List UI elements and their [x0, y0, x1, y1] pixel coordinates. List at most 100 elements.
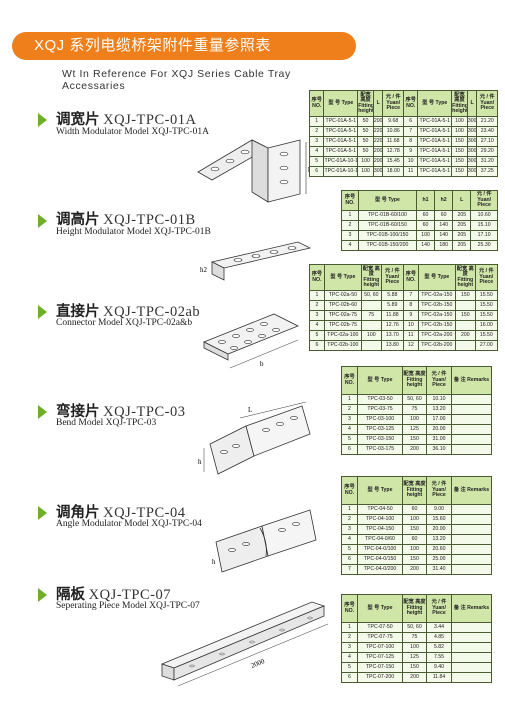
table-cell: 2	[341, 632, 358, 643]
remarks-cell	[451, 514, 492, 525]
table-cell: 150	[454, 310, 476, 321]
table-cell: 12.76	[380, 320, 404, 331]
table-cell: TPC-01A-5-1	[323, 136, 359, 147]
table-cell: 13.80	[380, 340, 404, 351]
table-cell: 11.88	[380, 310, 404, 321]
table-cell: 4	[341, 652, 358, 663]
section-title-code: XQJ-TPC-04	[103, 505, 186, 521]
table-cell: 100	[451, 116, 468, 127]
subtitle-line-1: Wt In Reference For XQJ Series Cable Tra…	[62, 68, 291, 80]
remarks-cell	[451, 434, 492, 445]
table-cell: 15.50	[474, 290, 499, 301]
table-cell: 15.50	[474, 330, 499, 341]
table-cell: 200	[372, 156, 384, 167]
angle-modulator-table: 序号 NO. 型 号 Type 配宽 高度 Fitting height 元 /…	[341, 476, 492, 575]
table-cell: 36.10	[426, 444, 452, 455]
table-cell: 60	[415, 220, 436, 231]
table-cell: 150	[402, 662, 427, 673]
table-cell: 25.30	[470, 240, 498, 251]
col-header: 序号 NO.	[402, 264, 419, 291]
table-cell: 50, 60	[360, 290, 382, 301]
table-cell: 220	[372, 126, 384, 137]
table-cell: 75	[402, 632, 427, 643]
col-header: 序号 NO.	[402, 90, 419, 117]
table-cell: 11	[402, 330, 419, 341]
table-cell: TPC-01A-5-1	[323, 146, 359, 157]
dim-label-height: h	[198, 458, 202, 466]
remarks-cell	[451, 632, 492, 643]
table-cell: 13.70	[380, 330, 404, 341]
col-header: 型 号 Type	[357, 366, 403, 395]
col-header: 元 / 件 Yuan/ Piece	[474, 264, 499, 291]
table-cell: TPC-01B-150/200	[357, 240, 417, 251]
section-title-connector: 直接片 XQJ-TPC-02ab	[56, 300, 200, 321]
table-cell: 11	[402, 166, 419, 177]
section-title-code: XQJ-TPC-07	[88, 587, 171, 603]
table-cell: TPC-04-150	[357, 524, 403, 535]
table-cell: 6	[341, 554, 358, 565]
table-cell: 5	[308, 156, 325, 167]
table-cell: 20.00	[426, 424, 452, 435]
table-cell: 37.25	[476, 166, 498, 177]
section-bullet-icon	[38, 305, 47, 319]
table-cell: TPC-03-175	[357, 444, 403, 455]
section-title-bend: 弯接片 XQJ-TPC-03	[56, 400, 185, 421]
table-cell: TPC-02b-100	[323, 340, 362, 351]
col-header: 型 号 Type	[323, 90, 359, 117]
table-cell: 200	[454, 330, 476, 341]
table-cell	[454, 340, 476, 351]
table-cell: 9.00	[426, 504, 452, 515]
remarks-cell	[451, 534, 492, 545]
table-cell: 100	[402, 514, 427, 525]
table-cell: 150	[402, 554, 427, 565]
table-cell: 10.86	[382, 126, 404, 137]
col-header: 序号 NO.	[341, 366, 358, 395]
table-cell: 50	[357, 146, 374, 157]
table-cell: 300	[466, 116, 478, 127]
table-cell: 5	[341, 662, 358, 673]
col-header: L	[466, 90, 478, 117]
col-header: 元 / 件 Yuan/ Piece	[476, 90, 498, 117]
table-cell: 3	[341, 642, 358, 653]
table-cell: 50	[357, 136, 374, 147]
table-cell: TPC-04-0/60	[357, 534, 403, 545]
remarks-cell	[451, 652, 492, 663]
remarks-cell	[451, 544, 492, 555]
table-cell: 5	[341, 544, 358, 555]
table-cell: 4.85	[426, 632, 452, 643]
table-cell: 100	[415, 230, 436, 241]
col-header: 备 注 Remarks	[451, 594, 492, 623]
section-bullet-icon	[38, 214, 47, 228]
col-header: 元 / 件 Yuan/ Piece	[382, 90, 404, 117]
table-cell: TPC-03-125	[357, 424, 403, 435]
table-cell: TPC-07-200	[357, 672, 403, 683]
table-cell: 1	[309, 290, 325, 301]
table-cell: 100	[402, 414, 427, 425]
table-cell: 205	[452, 220, 472, 231]
table-cell: 6	[308, 166, 325, 177]
table-cell: 2	[341, 220, 359, 231]
table-cell: 1	[308, 116, 325, 127]
table-cell: 140	[415, 240, 436, 251]
dim-label: h	[212, 558, 216, 566]
col-header: h2	[434, 190, 454, 211]
table-cell: 11.84	[426, 672, 452, 683]
table-cell: 100	[357, 156, 374, 167]
section-bullet-icon	[38, 506, 47, 520]
table-cell: 125	[402, 652, 427, 663]
table-cell: 5.88	[380, 290, 404, 301]
table-cell: 31.40	[426, 564, 452, 575]
